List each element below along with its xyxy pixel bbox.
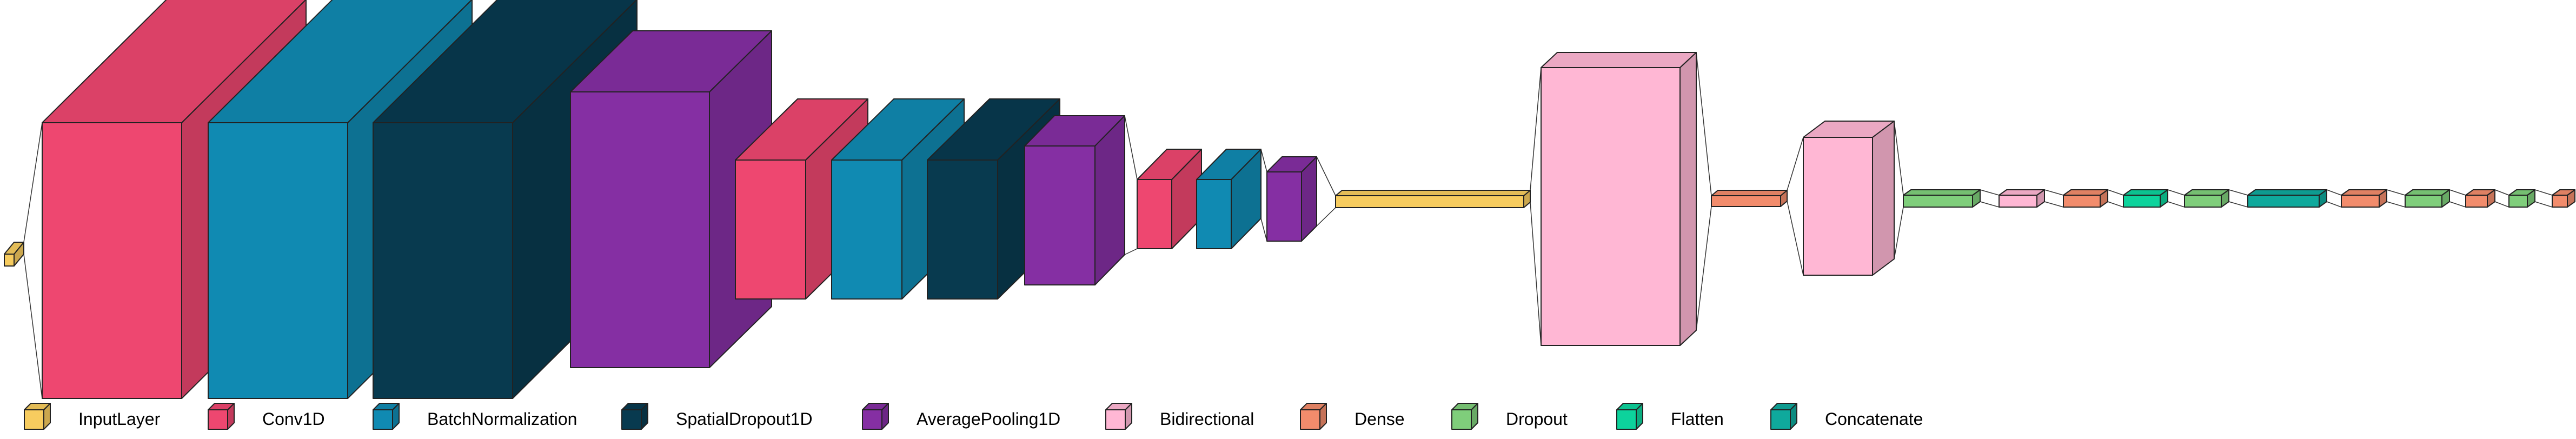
legend-item-bidirectional: Bidirectional <box>1105 403 1254 430</box>
legend-item-dropout: Dropout <box>1451 403 1568 430</box>
layer-bidirectional <box>1803 121 1895 276</box>
legend-swatch-average-pooling1-d <box>862 403 889 430</box>
legend-label: SpatialDropout1D <box>676 409 813 429</box>
connector-line <box>1980 201 2000 208</box>
legend-item-conv1-d: Conv1D <box>208 403 325 430</box>
layer-average-pooling1-d <box>1024 115 1125 285</box>
connector-line <box>1980 189 2000 196</box>
legend-item-dense: Dense <box>1300 403 1405 430</box>
legend-item-input-layer: InputLayer <box>24 403 161 430</box>
layer-average-pooling1-d <box>1266 156 1317 242</box>
connector-line <box>2044 189 2064 196</box>
connector-line <box>23 254 43 399</box>
layer-batch-normalization <box>1196 149 1262 249</box>
layer-input-layer <box>1335 190 1531 208</box>
connector-line <box>2386 189 2406 196</box>
layer-concatenate <box>2247 189 2327 208</box>
connector-line <box>1787 137 1804 191</box>
legend-label: Flatten <box>1671 409 1724 429</box>
connector-line <box>1124 248 1138 255</box>
legend-label: Conv1D <box>262 409 325 429</box>
layer-input-layer <box>4 242 24 267</box>
connector-line <box>1894 121 1904 196</box>
connector-line <box>2044 201 2064 208</box>
connector-line <box>1530 202 1542 346</box>
layer-dense <box>1711 190 1788 207</box>
layer-dense <box>2341 189 2387 208</box>
legend-swatch-bidirectional <box>1105 403 1132 430</box>
connector-line <box>2326 189 2342 196</box>
connector-line <box>2228 189 2248 196</box>
legend-label: Dense <box>1355 409 1405 429</box>
connector-line <box>1260 218 1267 242</box>
layer-dense <box>2063 189 2108 208</box>
connector-line <box>2107 189 2124 196</box>
connector-line <box>1894 207 1904 260</box>
connector-line <box>1530 67 1542 191</box>
legend-label: AveragePooling1D <box>917 409 1060 429</box>
legend-swatch-input-layer <box>24 403 51 430</box>
connector-line <box>2449 201 2466 208</box>
connector-line <box>2107 201 2124 208</box>
connector-line <box>2494 189 2509 196</box>
layer-dense <box>2465 189 2495 208</box>
connector-line <box>2534 189 2553 196</box>
legend-label: Bidirectional <box>1160 409 1254 429</box>
layer-flatten <box>2123 189 2168 208</box>
legend-swatch-conv1-d <box>208 403 235 430</box>
layer-bidirectional <box>1999 189 2045 208</box>
legend-item-spatial-dropout1-d: SpatialDropout1D <box>621 403 813 430</box>
layer-dropout <box>1903 189 1981 208</box>
legend-swatch-concatenate <box>1770 403 1797 430</box>
connector-line <box>2386 201 2406 208</box>
connector-line <box>1696 206 1712 331</box>
legend-item-average-pooling1-d: AveragePooling1D <box>862 403 1060 430</box>
legend-swatch-flatten <box>1616 403 1643 430</box>
layer-spatial-dropout1-d <box>927 98 1060 300</box>
layer-dropout <box>2184 189 2229 208</box>
connector-line <box>1260 149 1267 172</box>
connector-line <box>2228 201 2248 208</box>
layer-dense <box>2552 189 2575 208</box>
layer-dropout <box>2508 189 2535 208</box>
connector-line <box>2326 201 2342 208</box>
layer-conv1-d <box>1137 149 1202 249</box>
legend-swatch-dense <box>1300 403 1327 430</box>
layer-bidirectional <box>1541 52 1697 346</box>
legend-swatch-spatial-dropout1-d <box>621 403 648 430</box>
connector-line <box>1124 115 1138 180</box>
connector-line <box>2167 189 2185 196</box>
connector-line <box>1787 201 1804 276</box>
legend-swatch-batch-normalization <box>373 403 400 430</box>
layer-dropout <box>2405 189 2450 208</box>
legend: InputLayer Conv1D BatchNormalization Spatia… <box>24 403 1923 430</box>
legend-item-concatenate: Concatenate <box>1770 403 1923 430</box>
legend-label: BatchNormalization <box>427 409 577 429</box>
legend-item-flatten: Flatten <box>1616 403 1724 430</box>
legend-swatch-dropout <box>1451 403 1478 430</box>
connector-line <box>2167 201 2185 208</box>
legend-label: Dropout <box>1506 409 1568 429</box>
connector-line <box>2449 189 2466 196</box>
connector-line <box>1316 156 1336 196</box>
legend-label: Concatenate <box>1825 409 1923 429</box>
connector-line <box>23 122 43 243</box>
connector-line <box>2494 201 2509 208</box>
legend-label: InputLayer <box>78 409 161 429</box>
layer-blocks <box>4 0 2575 399</box>
connector-line <box>1696 52 1712 196</box>
connector-line <box>1316 207 1336 227</box>
legend-item-batch-normalization: BatchNormalization <box>373 403 577 430</box>
connector-line <box>2534 201 2553 208</box>
